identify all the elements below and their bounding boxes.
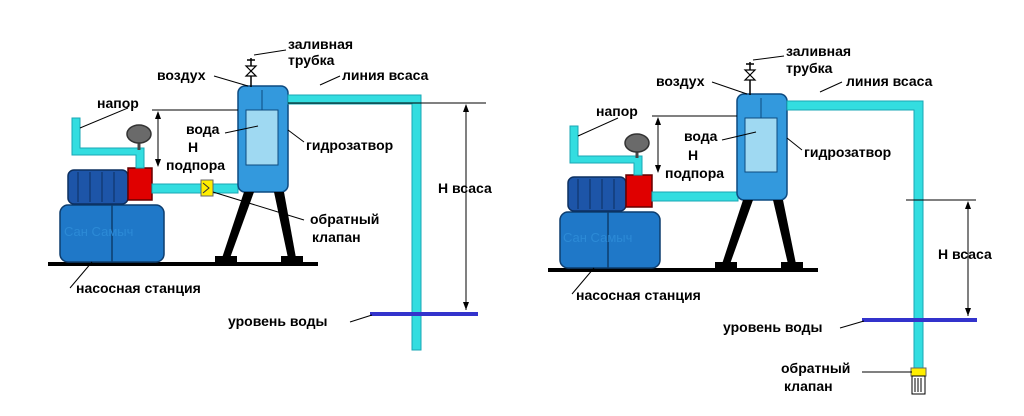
right-label-water-seal: гидрозатвор: [804, 144, 891, 160]
left-check-valve-icon: [200, 179, 214, 197]
left-check-valve-mark: [202, 182, 210, 194]
left-leader: [69, 261, 93, 289]
right-check-valve-icon: [910, 367, 927, 377]
right-leg-foot: [715, 262, 737, 269]
left-pipe-pump-tank: [151, 183, 239, 194]
right-leader: [786, 137, 803, 151]
right-water-level-line: [862, 318, 977, 322]
left-pump: [127, 167, 153, 201]
right-motor: [567, 176, 627, 212]
left-label-fill-pipe-2: трубка: [288, 52, 335, 68]
right-label-suction-line: линия всаса: [846, 73, 933, 89]
right-leader: [571, 267, 595, 295]
right-pipe-pump-tank: [651, 191, 739, 202]
left-label-suction-line: линия всаса: [342, 67, 429, 83]
left-dim-arrow: [463, 104, 469, 112]
right-leader: [577, 117, 619, 137]
left-label-air: воздух: [157, 67, 206, 83]
left-leader: [224, 125, 259, 134]
left-label-water: вода: [186, 121, 220, 137]
left-label-fill-pipe-1: заливная: [288, 36, 353, 52]
right-label-h: Н: [688, 147, 698, 163]
right-tank-inner-water: [744, 117, 778, 173]
left-leg-foot: [281, 256, 303, 263]
right-diagram: Сан Самыч: [548, 43, 992, 395]
left-leader: [349, 314, 373, 323]
right-label-fill-pipe-2: трубка: [786, 60, 833, 76]
right-leader: [721, 131, 757, 141]
left-dim-arrow: [463, 302, 469, 310]
right-leader: [839, 320, 865, 329]
right-label-water: вода: [684, 128, 718, 144]
left-dim-arrow: [155, 159, 161, 167]
left-leader: [253, 49, 287, 56]
right-leg-foot: [781, 262, 803, 269]
left-label-water-level: уровень воды: [228, 313, 328, 329]
left-leg-foot: [215, 256, 237, 263]
left-label-water-seal: гидрозатвор: [306, 137, 393, 153]
right-leader: [711, 81, 748, 95]
right-gauge-icon: [624, 133, 650, 153]
left-stand-leg: [274, 192, 296, 258]
left-leader: [319, 75, 341, 86]
left-leader: [79, 107, 129, 129]
right-dim-arrow: [965, 308, 971, 316]
left-leader: [287, 129, 305, 143]
right-label-pump-station: насосная станция: [576, 287, 701, 303]
right-dim-arrow: [655, 165, 661, 173]
left-fill-valve-icon: [244, 65, 258, 77]
right-label-fill-pipe-1: заливная: [786, 43, 851, 59]
right-station-body: [559, 211, 661, 269]
right-brand-text: Сан Самыч: [563, 230, 632, 245]
left-label-pressure: напор: [97, 95, 139, 111]
left-label-h: Н: [188, 139, 198, 155]
right-label-water-level: уровень воды: [723, 319, 823, 335]
left-label-check-valve-2: клапан: [312, 229, 361, 245]
right-leader: [819, 81, 843, 93]
right-label-h-suction: Н всаса: [938, 246, 992, 262]
right-label-pressure: напор: [596, 103, 638, 119]
right-stand-leg: [722, 200, 753, 264]
right-fill-valve-icon: [743, 69, 757, 81]
left-leader: [213, 75, 249, 87]
left-label-check-valve-1: обратный: [310, 211, 379, 227]
right-label-check-valve-1: обратный: [781, 360, 850, 376]
right-label-air: воздух: [656, 73, 705, 89]
right-label-check-valve-2: клапан: [784, 378, 833, 394]
left-gauge-icon: [126, 124, 152, 144]
left-stand-leg: [222, 192, 254, 258]
left-label-pump-station: насосная станция: [76, 280, 201, 296]
left-label-support: подпора: [166, 157, 225, 173]
right-floor: [548, 268, 818, 272]
left-label-h-suction: Н всаса: [438, 180, 492, 196]
left-dim-arrow: [155, 111, 161, 119]
right-label-support: подпора: [665, 165, 724, 181]
left-floor: [48, 262, 318, 266]
left-diagram: Сан Самыч: [48, 36, 492, 351]
left-suction-pipe: [287, 94, 422, 351]
left-water-level-line: [370, 312, 478, 316]
left-pressure-pipe: [71, 117, 145, 169]
right-stand-leg: [773, 200, 796, 264]
left-brand-text: Сан Самыч: [64, 224, 133, 239]
right-leader: [752, 55, 785, 61]
left-motor: [67, 169, 129, 205]
right-pump: [625, 174, 653, 208]
right-dim-arrow: [655, 117, 661, 125]
left-tank-inner-water: [245, 109, 279, 166]
left-leader: [212, 191, 305, 221]
right-dim-arrow: [965, 201, 971, 209]
